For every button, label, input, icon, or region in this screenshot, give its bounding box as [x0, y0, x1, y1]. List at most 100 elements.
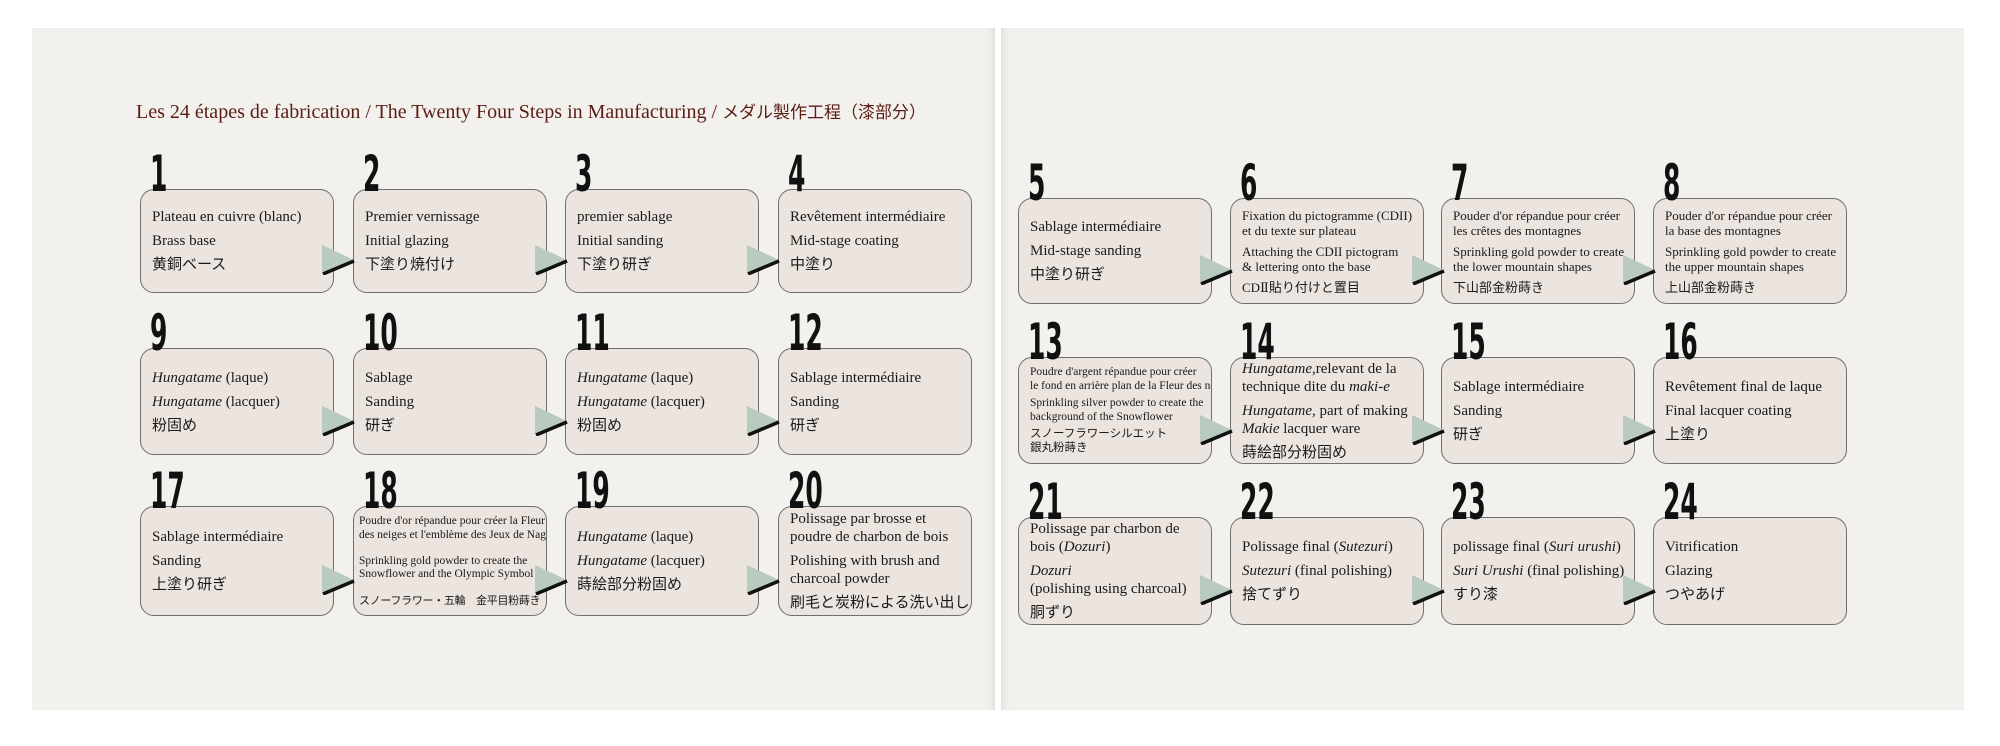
text-line: 上山部金粉蒔き	[1665, 280, 1838, 295]
step-number: 22	[1240, 473, 1275, 531]
step-box: Hungatame (laque)Hungatame (lacquer)粉固め	[565, 348, 759, 455]
text-segment: Brass base	[152, 233, 216, 249]
french-text: Revêtement final de laque	[1665, 378, 1838, 396]
text-line: Makie lacquer ware	[1242, 420, 1415, 438]
step-number: 15	[1451, 313, 1486, 371]
text-segment: (final polishing)	[1523, 563, 1625, 579]
english-text: Mid-stage sanding	[1030, 242, 1203, 260]
text-line: Vitrification	[1665, 538, 1838, 556]
text-line: 中塗り	[790, 256, 963, 274]
step-box: Polissage final (Sutezuri) Sutezuri (fina…	[1230, 517, 1424, 625]
japanese-text: 刷毛と炭粉による洗い出し	[790, 594, 970, 612]
step-number: 17	[150, 462, 185, 520]
text-segment: la base des montagnes	[1665, 222, 1781, 238]
text-line: Sablage	[365, 369, 538, 387]
text-segment: Poudre d'or répandue pour créer la Fleur	[359, 515, 545, 527]
text-line: つやあげ	[1665, 586, 1838, 604]
text-segment: (final polishing)	[1291, 563, 1392, 579]
text-segment: Sanding	[1453, 402, 1503, 419]
text-segment: (lacquer)	[222, 393, 280, 410]
japanese-text: 上山部金粉蒔き	[1665, 280, 1838, 295]
text-line: Sprinkling silver powder to create the	[1030, 397, 1203, 411]
text-line: Sprinkling gold powder to create	[1453, 244, 1626, 259]
step-number: 19	[575, 462, 610, 520]
text-segment: (laque)	[222, 369, 269, 386]
text-line: Brass base	[152, 232, 325, 250]
text-line: Sanding	[790, 393, 963, 411]
step-number: 16	[1663, 313, 1698, 371]
text-line: Sprinkling gold powder to create the	[359, 555, 543, 569]
text-segment: relevant de la	[1315, 360, 1397, 377]
text-line: technique dite du maki-e	[1242, 378, 1415, 396]
text-line: Hungatame, part of making	[1242, 402, 1415, 420]
text-line: スノーフラワーシルエット	[1030, 428, 1203, 442]
text-segment: 黄銅ベース	[152, 257, 227, 273]
arrow-right-icon	[1412, 575, 1445, 606]
text-segment: Final lacquer coating	[1665, 402, 1792, 419]
step-box: polissage final (Suri urushi)Suri Urushi…	[1441, 517, 1635, 625]
step-number: 9	[150, 304, 168, 362]
text-segment: (lacquer)	[647, 393, 705, 410]
text-line: Hungatame (lacquer)	[152, 393, 325, 411]
text-line: Polissage final (Sutezuri)	[1242, 538, 1415, 556]
text-line: Hungatame,relevant de la	[1242, 360, 1415, 378]
step-19: Hungatame (laque)Hungatame (lacquer)蒔絵部分…	[565, 466, 780, 616]
french-text: Polissage final (Sutezuri)	[1242, 538, 1415, 556]
text-line: 蒔絵部分粉固め	[1242, 444, 1415, 462]
text-line: Poudre d'or répandue pour créer la Fleur	[359, 515, 545, 529]
text-segment: )	[1387, 539, 1393, 555]
title-jp: メダル製作工程（漆部分）	[722, 103, 927, 122]
text-segment: Hungatame	[1242, 402, 1312, 419]
japanese-text: 上塗り研ぎ	[152, 576, 325, 594]
text-segment: Sablage intermédiaire	[1453, 378, 1585, 395]
text-line: Sablage intermédiaire	[152, 528, 325, 546]
text-segment: Sablage intermédiaire	[790, 369, 922, 386]
arrow-right-icon	[1200, 575, 1233, 606]
text-segment: 研ぎ	[1453, 426, 1484, 443]
text-line: 研ぎ	[365, 417, 538, 435]
text-line: Snowflower and the Olympic Symbol	[359, 568, 543, 582]
text-line: Sablage intermédiaire	[1030, 218, 1203, 236]
text-line: 銀丸粉蒔き	[1030, 442, 1203, 456]
text-segment: Hungatame	[577, 369, 647, 386]
title-text: Les 24 étapes de fabrication / The Twent…	[136, 101, 723, 123]
french-text: Sablage intermédiaire	[152, 528, 325, 546]
arrow-right-icon	[1623, 414, 1656, 445]
text-segment: 捨てずり	[1242, 587, 1303, 603]
text-line: 黄銅ベース	[152, 256, 325, 274]
french-text: premier sablage	[577, 208, 750, 226]
text-segment: (laque)	[647, 369, 694, 386]
english-text: Sanding	[790, 393, 963, 411]
text-segment: Dozuri	[1030, 563, 1072, 579]
japanese-text: つやあげ	[1665, 586, 1838, 604]
arrow-right-icon	[1623, 255, 1656, 286]
text-segment: Hungatame	[152, 393, 222, 410]
japanese-text: 黄銅ベース	[152, 256, 325, 274]
text-segment: Sanding	[365, 393, 415, 410]
text-line: Sutezuri (final polishing)	[1242, 562, 1415, 580]
text-line: Pouder d'or répandue pour créer	[1665, 208, 1838, 223]
japanese-text: 研ぎ	[1453, 426, 1626, 444]
text-line: Sprinkling gold powder to create	[1665, 244, 1838, 259]
japanese-text: 蒔絵部分粉固め	[577, 576, 750, 594]
text-line: (polishing using charcoal)	[1030, 580, 1203, 598]
japanese-text: 中塗り	[790, 256, 963, 274]
text-segment: Initial sanding	[577, 233, 664, 249]
english-text: Sanding	[152, 552, 325, 570]
step-number: 14	[1240, 313, 1275, 371]
text-line: 胴ずり	[1030, 604, 1203, 622]
arrow-right-icon	[535, 565, 568, 596]
step-box: Hungatame (laque)Hungatame (lacquer)蒔絵部分…	[565, 506, 759, 616]
